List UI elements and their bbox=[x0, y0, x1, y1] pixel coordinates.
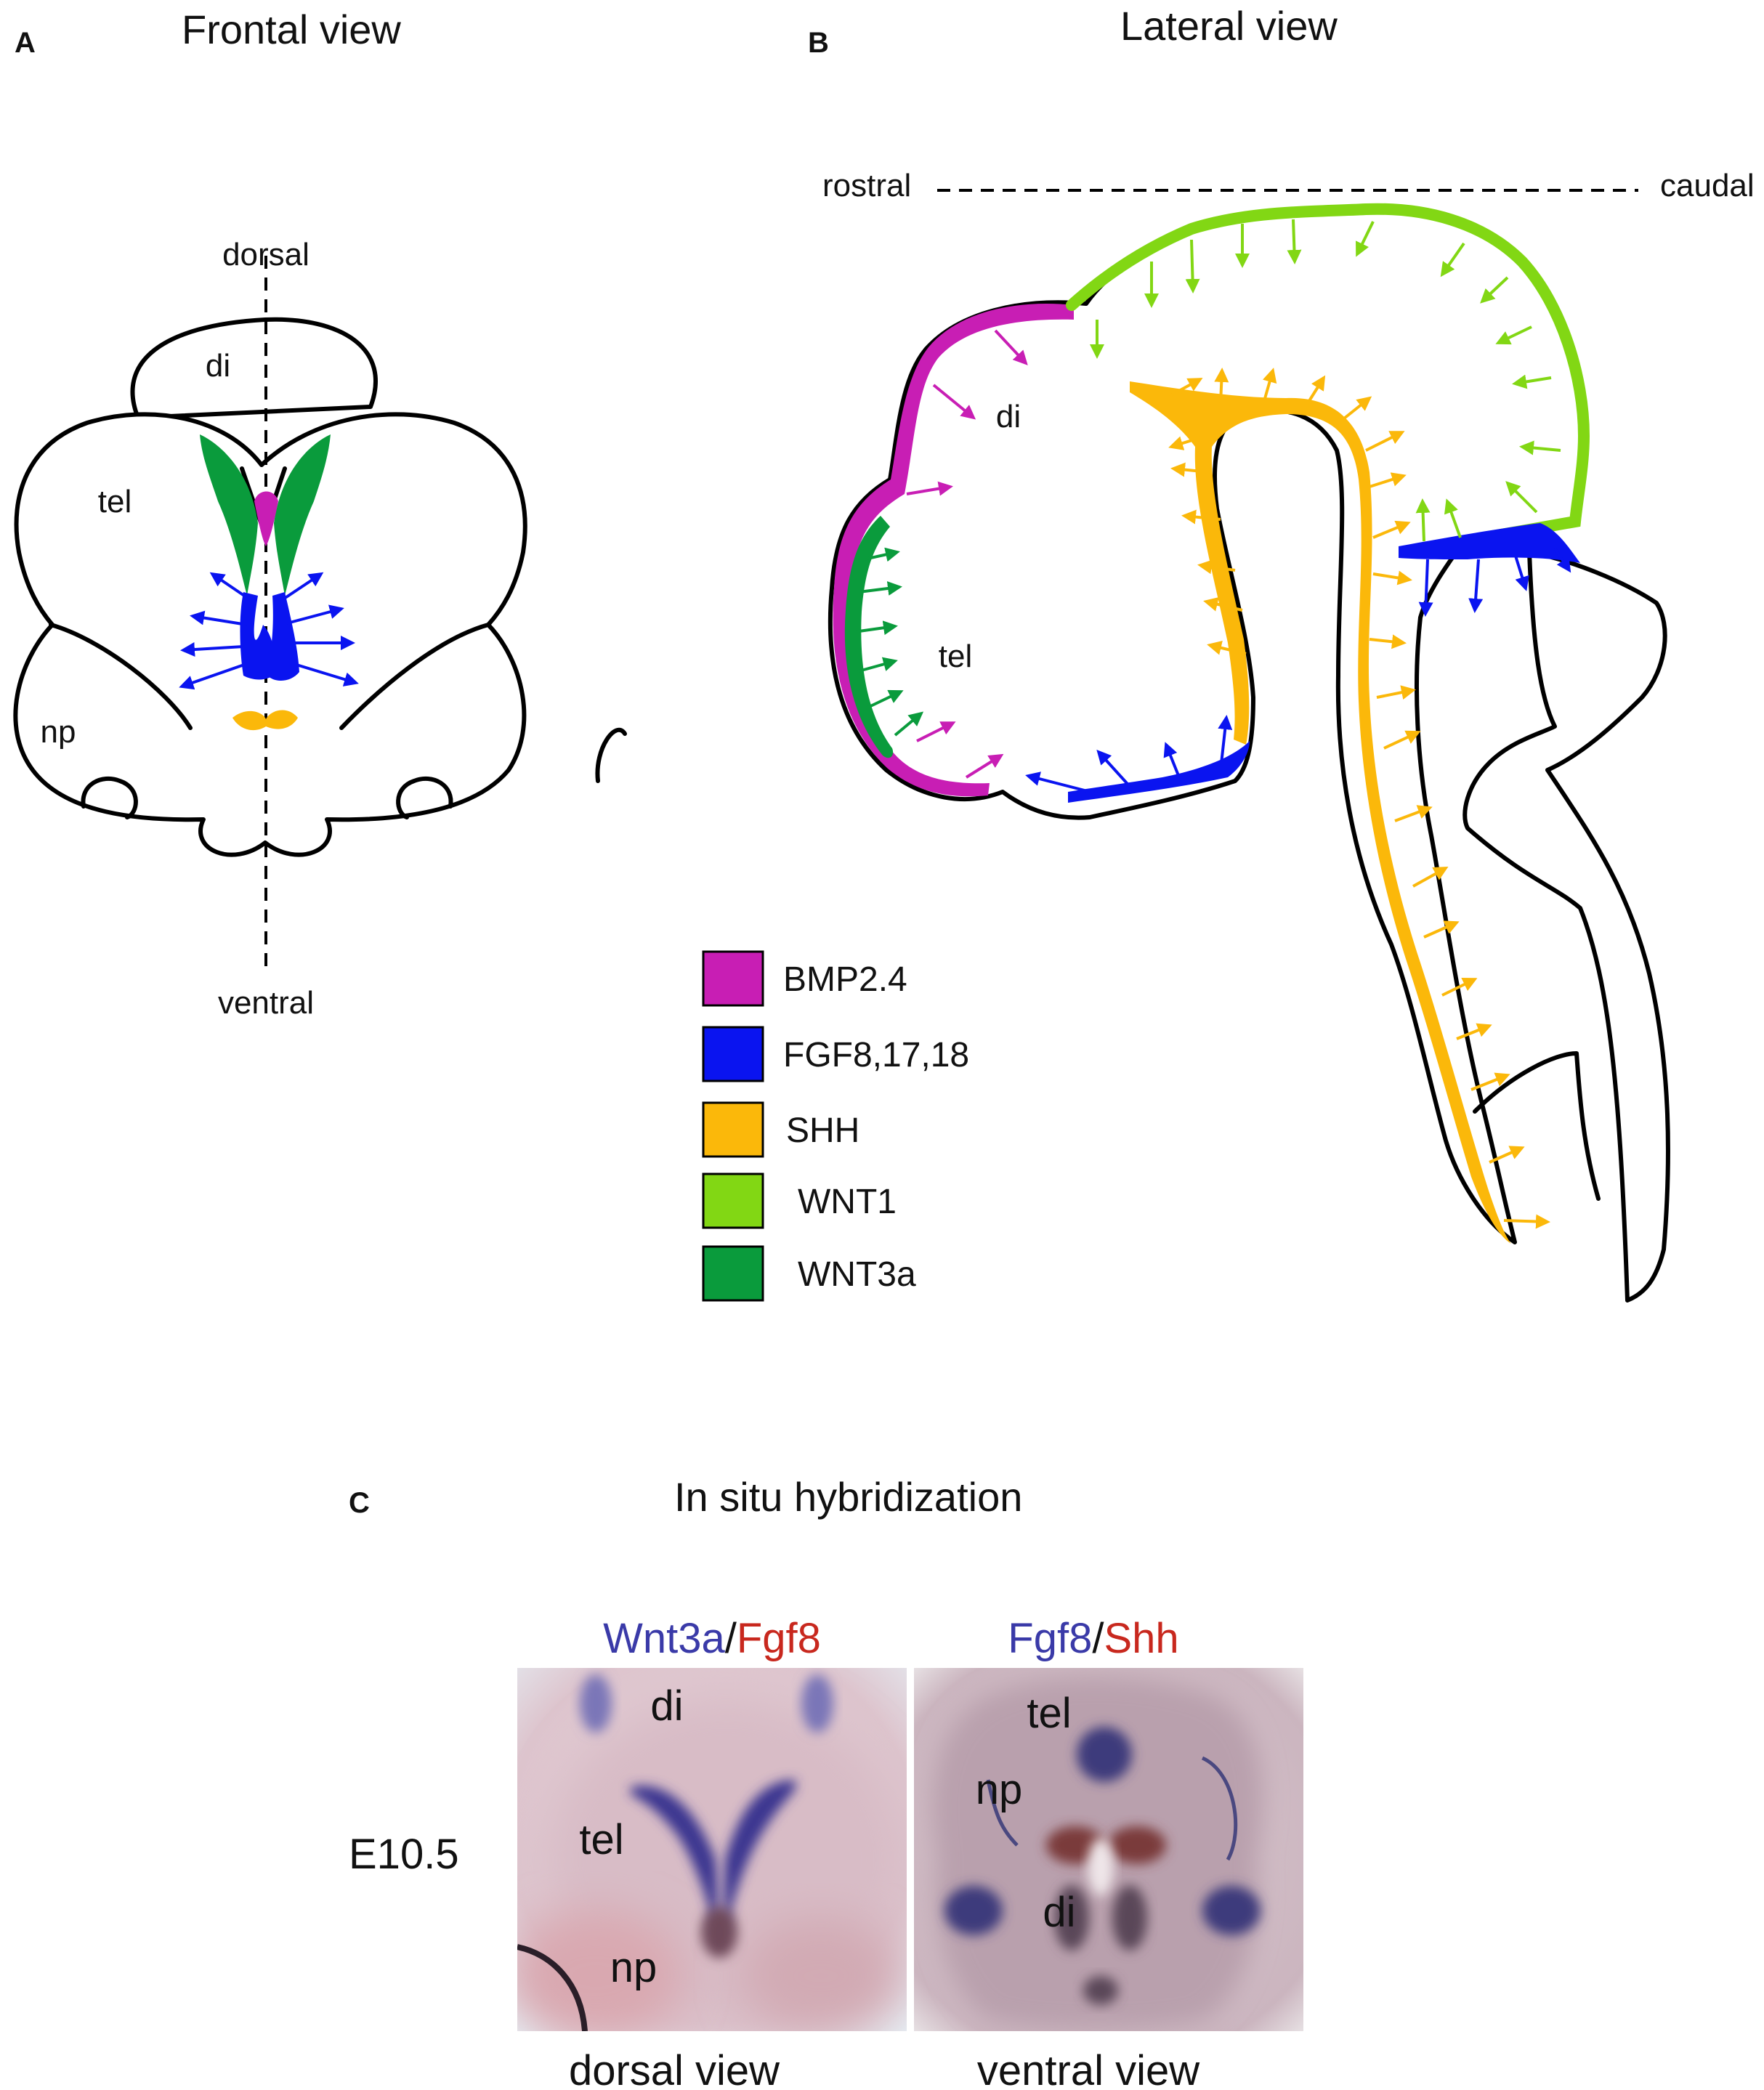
right-photo-stain-caption: Fgf8/Shh bbox=[1008, 1615, 1178, 1662]
legend-swatch-bmp bbox=[702, 950, 764, 1007]
legend-swatch-fgf bbox=[702, 1026, 764, 1082]
panel-b-title: Lateral view bbox=[1120, 3, 1338, 49]
lateral-wnt3a-domain bbox=[844, 516, 894, 758]
stage-label: E10.5 bbox=[349, 1831, 459, 1878]
frontal-fgf-domain bbox=[240, 592, 299, 681]
legend-swatch-shh bbox=[702, 1101, 764, 1158]
legend-label-wnt3a: WNT3a bbox=[798, 1255, 916, 1294]
label-tel-b: tel bbox=[939, 639, 972, 674]
panel-c: C In situ hybridization E10.5 Wnt3a/Fgf8… bbox=[349, 1474, 1303, 2090]
lateral-shh-domain bbox=[1130, 381, 1511, 1244]
panel-c-letter: C bbox=[349, 1487, 370, 1519]
legend-swatch-wnt3a bbox=[702, 1245, 764, 1302]
label-dorsal: dorsal bbox=[222, 237, 309, 272]
panel-a-letter: A bbox=[15, 27, 36, 59]
photo-right-label-np: np bbox=[976, 1766, 1023, 1813]
panel-b-letter: B bbox=[808, 27, 829, 59]
photo-right-label-tel: tel bbox=[1027, 1690, 1071, 1737]
lateral-fgf-anr bbox=[1068, 741, 1250, 803]
lateral-wnt1-domain bbox=[1066, 203, 1590, 547]
frontal-bmp-domain bbox=[254, 491, 278, 546]
legend-label-fgf: FGF8,17,18 bbox=[783, 1036, 969, 1074]
lateral-wnt1-arrows bbox=[1090, 219, 1561, 542]
frontal-fgf-arrows bbox=[179, 572, 359, 690]
legend: BMP2.4 FGF8,17,18 SHH WNT1 WNT3a bbox=[702, 950, 969, 1302]
photo-dorsal-view bbox=[517, 1668, 907, 2031]
panel-b: B Lateral view rostral caudal bbox=[595, 3, 1755, 1303]
legend-label-bmp: BMP2.4 bbox=[783, 960, 907, 999]
photo-left-label-np: np bbox=[610, 1944, 658, 1991]
legend-item-wnt3a: WNT3a bbox=[702, 1245, 916, 1302]
photo-right-label-di: di bbox=[1043, 1889, 1075, 1936]
label-np-a: np bbox=[41, 714, 76, 750]
label-caudal: caudal bbox=[1660, 168, 1755, 203]
label-di-b: di bbox=[996, 399, 1021, 434]
label-ventral: ventral bbox=[218, 985, 314, 1021]
label-tel-a: tel bbox=[98, 484, 132, 519]
legend-swatch-wnt1 bbox=[702, 1172, 764, 1229]
lateral-fgf-arrows bbox=[1025, 547, 1571, 797]
label-di-a: di bbox=[206, 348, 230, 384]
legend-item-wnt1: WNT1 bbox=[702, 1172, 897, 1229]
lateral-shh-arrows bbox=[1168, 368, 1550, 1229]
frontal-brain-outline bbox=[13, 317, 527, 857]
panel-a: A Frontal view bbox=[13, 7, 527, 1021]
panel-c-title: In situ hybridization bbox=[674, 1474, 1022, 1520]
legend-label-shh: SHH bbox=[786, 1111, 859, 1150]
legend-label-wnt1: WNT1 bbox=[798, 1183, 897, 1221]
label-rostral: rostral bbox=[822, 168, 911, 203]
frontal-wnt3a-domain bbox=[200, 434, 331, 596]
photo-ventral-view bbox=[914, 1668, 1303, 2031]
panel-a-title: Frontal view bbox=[182, 7, 401, 52]
photo-left-view-caption: dorsal view bbox=[569, 2047, 780, 2090]
lateral-wnt3a-arrows bbox=[853, 547, 924, 737]
lateral-bmp-arrows bbox=[906, 329, 1028, 779]
frontal-shh-domain bbox=[232, 710, 298, 731]
legend-item-fgf: FGF8,17,18 bbox=[702, 1026, 969, 1082]
legend-item-shh: SHH bbox=[702, 1101, 859, 1158]
lateral-fgf-isthmus bbox=[1399, 523, 1580, 563]
photo-left-label-tel: tel bbox=[579, 1816, 623, 1863]
left-photo-stain-caption: Wnt3a/Fgf8 bbox=[603, 1615, 821, 1662]
photo-right-view-caption: ventral view bbox=[977, 2047, 1200, 2090]
legend-item-bmp: BMP2.4 bbox=[702, 950, 907, 1007]
photo-left-label-di: di bbox=[650, 1682, 683, 1730]
